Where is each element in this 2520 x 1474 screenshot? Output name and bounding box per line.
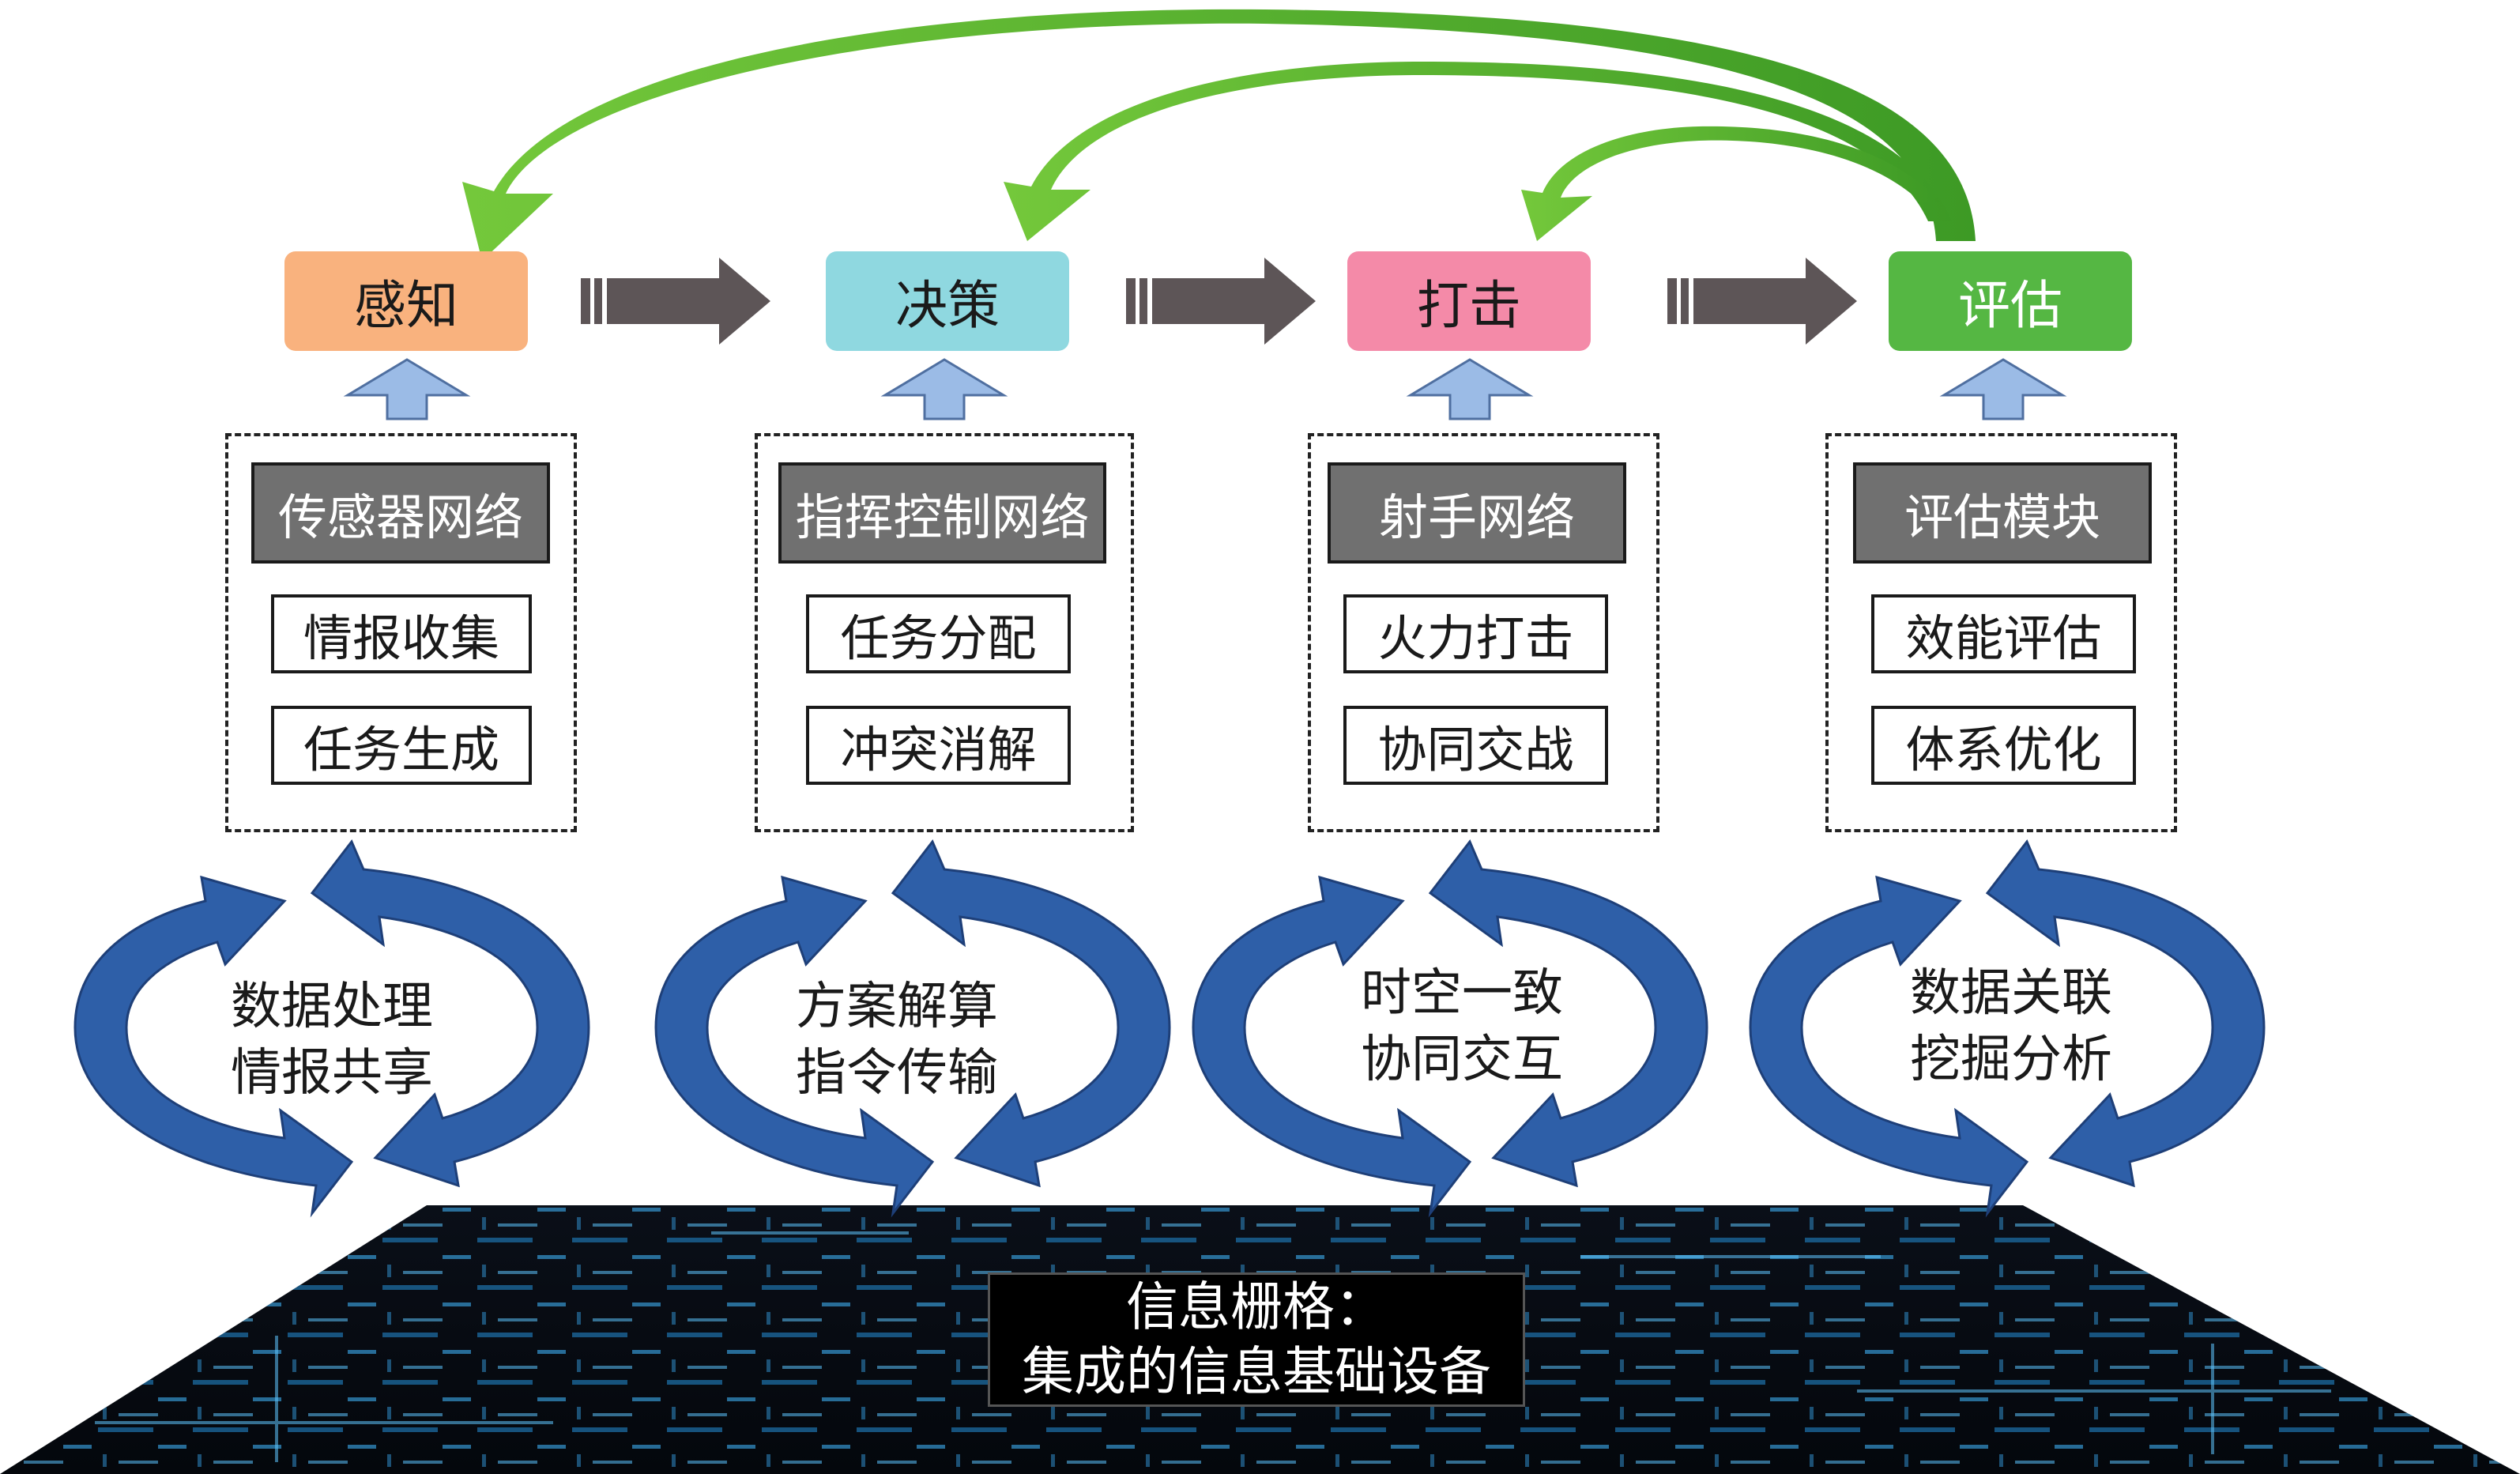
command-task-2: 冲突消解 [806, 706, 1071, 785]
cycle-label-4: 数据关联 挖掘分析 [1885, 960, 2138, 1093]
information-grid-title: 信息栅格： [1126, 1276, 1387, 1337]
stage-decide: 决策 [826, 251, 1069, 351]
information-grid-label: 信息栅格： 集成的信息基础设备 [988, 1272, 1525, 1407]
stage-perceive: 感知 [284, 251, 528, 351]
cycle-label-3-line1: 时空一致 [1361, 964, 1563, 1023]
up-arrow-decide [880, 358, 1008, 420]
sensor-network-group [225, 433, 577, 832]
shooter-network-group [1308, 433, 1659, 832]
command-task-1: 任务分配 [806, 594, 1071, 673]
flow-arrow-perceive-to-decide [581, 258, 770, 345]
sensor-task-2: 任务生成 [271, 706, 532, 785]
stage-assess: 评估 [1889, 251, 2132, 351]
evaluation-module-group [1825, 433, 2177, 832]
cycle-arrow-2 [654, 839, 1171, 1218]
cycle-label-2-line2: 指令传输 [796, 1044, 998, 1103]
evaluation-task-2: 体系优化 [1871, 706, 2136, 785]
flow-arrows [581, 258, 1857, 345]
cycle-label-3-line2: 协同交互 [1361, 1031, 1563, 1089]
feedback-arrow-to-strike [1521, 126, 1940, 241]
flow-arrow-strike-to-assess [1667, 258, 1857, 345]
shooter-task-1: 火力打击 [1343, 594, 1608, 673]
cycle-arrow-1 [73, 839, 590, 1218]
feedback-arrows [462, 9, 1976, 261]
flow-arrow-decide-to-strike [1126, 258, 1316, 345]
up-arrow-strike [1406, 358, 1534, 420]
up-arrow-assess [1939, 358, 2067, 420]
up-arrow-perceive [343, 358, 471, 420]
cycle-label-3: 时空一致 协同交互 [1335, 960, 1588, 1093]
command-network-title: 指挥控制网络 [778, 462, 1106, 564]
information-grid-subtitle: 集成的信息基础设备 [1022, 1341, 1491, 1402]
sensor-network-title: 传感器网络 [251, 462, 550, 564]
cycle-label-4-line1: 数据关联 [1910, 964, 2112, 1023]
command-network-group [755, 433, 1134, 832]
cycle-arrow-4 [1749, 839, 2266, 1218]
cycle-arrows [73, 839, 2266, 1218]
cycle-label-4-line2: 挖掘分析 [1910, 1031, 2112, 1089]
sensor-task-1: 情报收集 [271, 594, 532, 673]
cycle-label-1-line2: 情报共享 [231, 1044, 433, 1103]
stage-strike: 打击 [1347, 251, 1591, 351]
cycle-label-1: 数据处理 情报共享 [205, 974, 458, 1106]
cycle-label-2: 方案解算 指令传输 [770, 974, 1023, 1106]
cycle-label-2-line1: 方案解算 [796, 978, 998, 1036]
up-arrows [343, 358, 2067, 420]
shooter-task-2: 协同交战 [1343, 706, 1608, 785]
cycle-arrow-3 [1192, 839, 1708, 1218]
cycle-label-1-line1: 数据处理 [231, 978, 433, 1036]
shooter-network-title: 射手网络 [1328, 462, 1626, 564]
evaluation-module-title: 评估模块 [1853, 462, 2152, 564]
evaluation-task-1: 效能评估 [1871, 594, 2136, 673]
